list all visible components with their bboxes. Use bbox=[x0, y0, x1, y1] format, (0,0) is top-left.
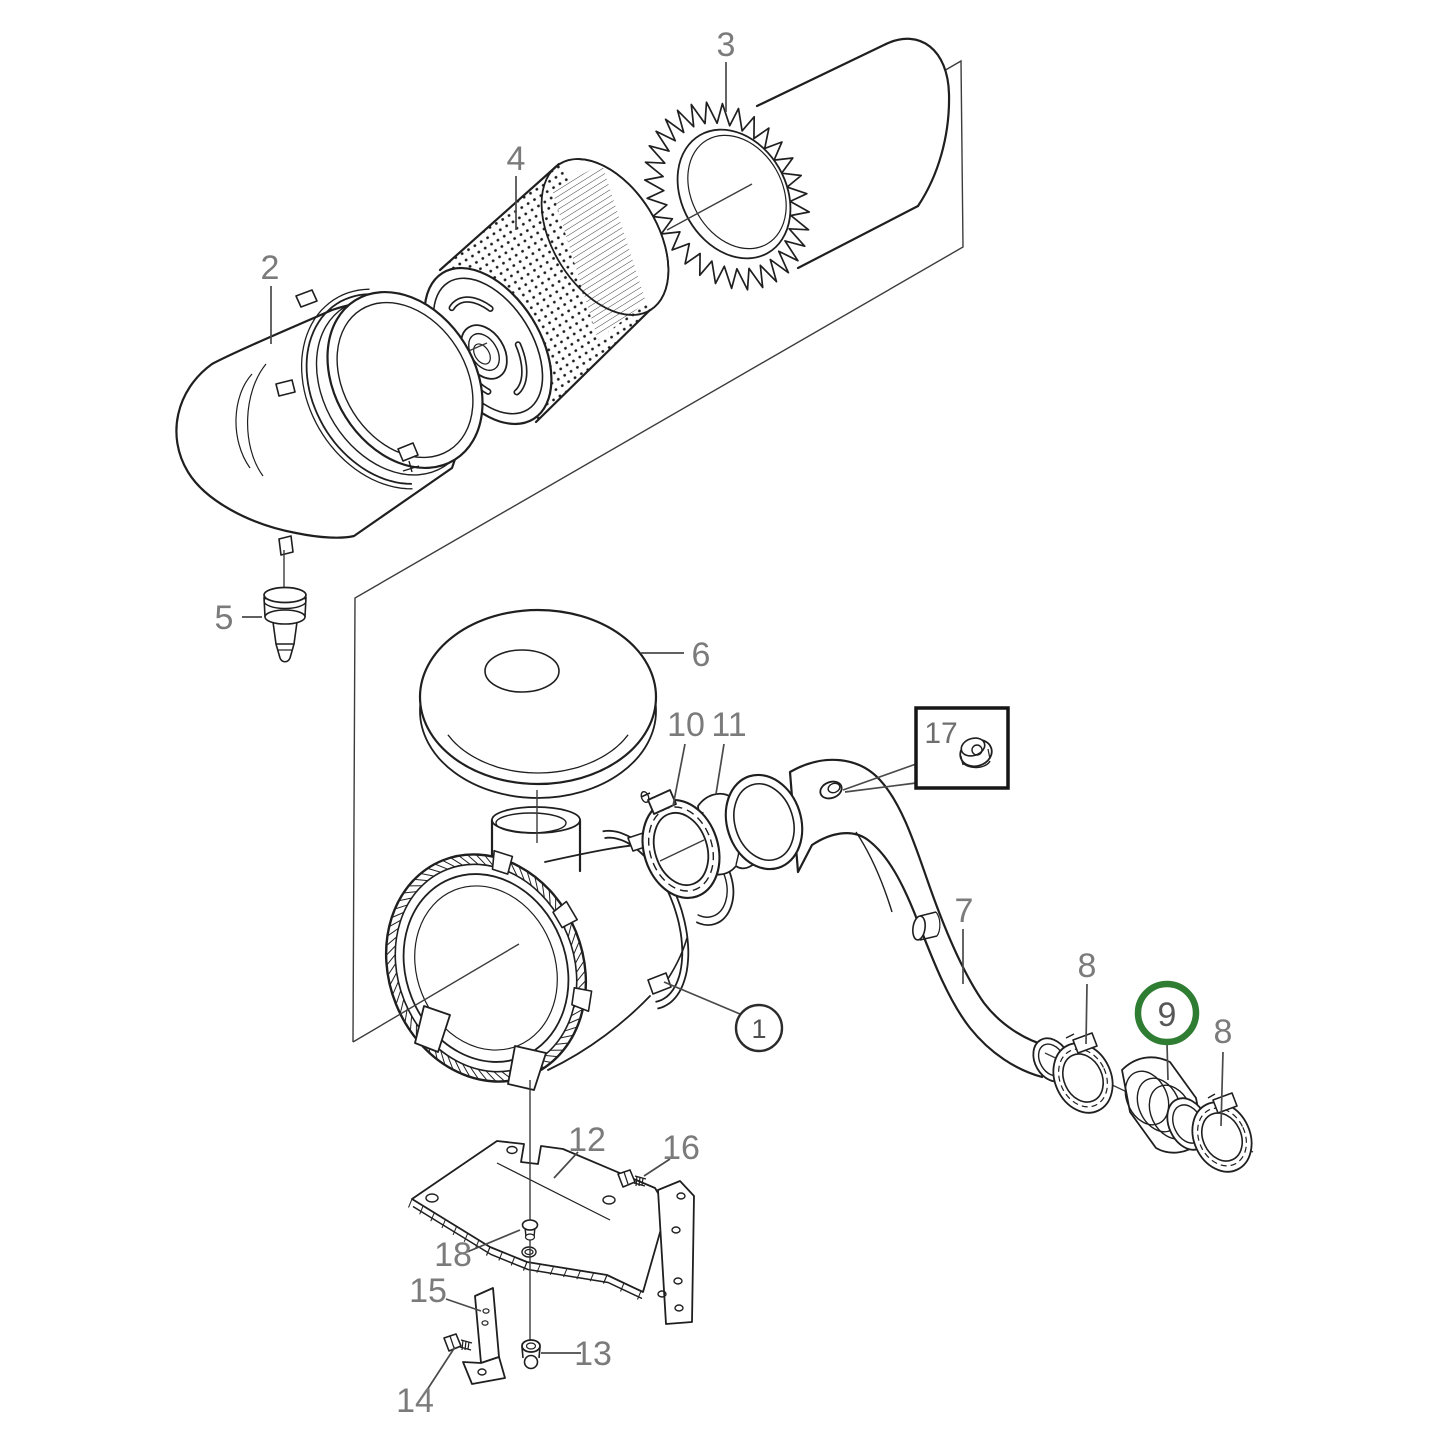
part-12-drawing bbox=[408, 1140, 695, 1325]
part-label-18[interactable]: 18 bbox=[434, 1236, 472, 1274]
leader-lines bbox=[242, 62, 1224, 1391]
highlight-ring-part-9 bbox=[1134, 980, 1200, 1046]
part-label-10[interactable]: 10 bbox=[667, 706, 705, 744]
part-label-5[interactable]: 5 bbox=[215, 599, 234, 637]
part-label-6[interactable]: 6 bbox=[692, 636, 711, 674]
part-2-drawing bbox=[175, 288, 484, 556]
part-5-drawing bbox=[263, 550, 307, 663]
part-label-9[interactable]: 9 bbox=[1158, 996, 1177, 1034]
part-3-drawing bbox=[643, 37, 951, 291]
part-label-2[interactable]: 2 bbox=[261, 249, 280, 287]
part-label-8b[interactable]: 8 bbox=[1214, 1013, 1233, 1051]
panel-fence-outline bbox=[352, 59, 964, 1043]
part-labels: 2 4 3 5 6 10 11 7 8 9 8 12 16 18 15 13 1… bbox=[215, 26, 1233, 1420]
part-label-12[interactable]: 12 bbox=[568, 1121, 606, 1159]
part-label-1[interactable]: 1 bbox=[751, 1014, 766, 1044]
part-1-circled-callout[interactable]: 1 bbox=[734, 1003, 784, 1053]
part-label-3[interactable]: 3 bbox=[717, 26, 736, 64]
detail-box-border bbox=[914, 706, 1010, 790]
part-8-left-clamp-drawing bbox=[1052, 1032, 1114, 1114]
part-label-13[interactable]: 13 bbox=[574, 1335, 612, 1373]
part-label-15[interactable]: 15 bbox=[409, 1272, 447, 1310]
part-10-drawing bbox=[640, 789, 721, 900]
part-1-drawing bbox=[352, 790, 735, 1091]
part-label-4[interactable]: 4 bbox=[507, 140, 526, 178]
part-13-drawing bbox=[521, 1339, 541, 1370]
part-17-detail-box[interactable]: 17 bbox=[842, 706, 1010, 793]
part-label-14[interactable]: 14 bbox=[396, 1382, 434, 1420]
part-15-drawing bbox=[462, 1287, 506, 1385]
part-label-16[interactable]: 16 bbox=[662, 1129, 700, 1167]
part-label-7[interactable]: 7 bbox=[955, 892, 974, 930]
part-8-right-clamp-drawing bbox=[1191, 1092, 1253, 1173]
part-label-11[interactable]: 11 bbox=[711, 706, 746, 744]
part-6-drawing bbox=[418, 608, 658, 799]
part-4-drawing bbox=[401, 158, 670, 426]
part-18-drawing bbox=[521, 1219, 539, 1241]
part-label-8a[interactable]: 8 bbox=[1078, 947, 1097, 985]
part-16-drawing bbox=[617, 1169, 647, 1188]
part-14-drawing bbox=[443, 1333, 473, 1352]
part-17-nut-drawing bbox=[959, 737, 993, 769]
part-label-17[interactable]: 17 bbox=[924, 717, 957, 750]
